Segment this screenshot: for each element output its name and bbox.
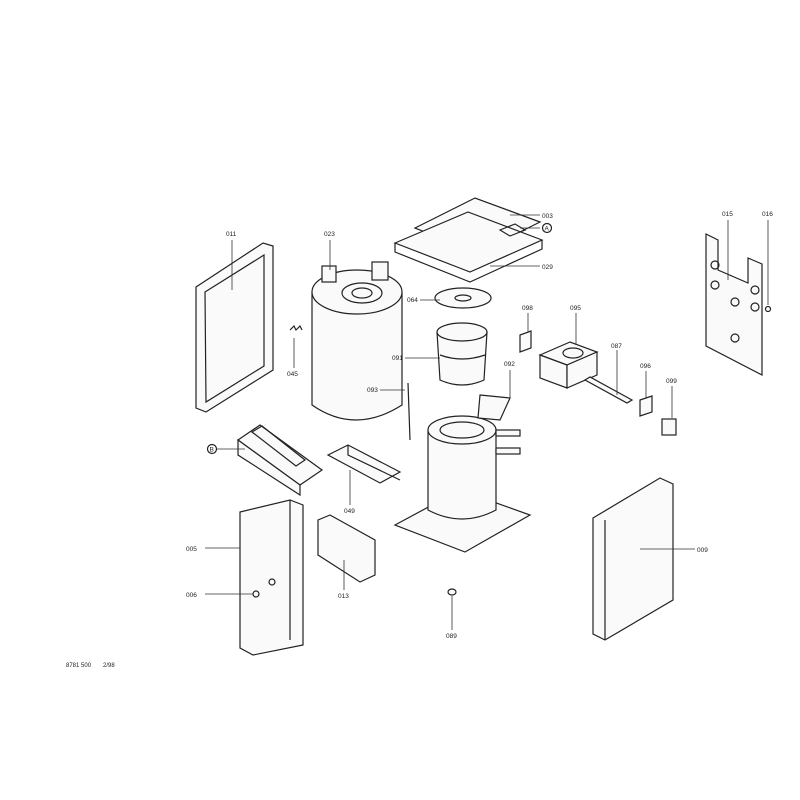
part-small-plate-2 — [639, 395, 653, 417]
label-092: 092 — [504, 361, 515, 368]
doc-number: 8781 500 — [66, 663, 92, 669]
label-091: 091 — [392, 355, 403, 362]
part-insulation-cylinder — [311, 261, 403, 421]
part-side-frame — [195, 242, 274, 413]
doc-date: 2/98 — [103, 663, 115, 669]
label-011: 011 — [226, 231, 237, 238]
label-005: 005 — [186, 546, 197, 553]
part-control-panel — [236, 424, 324, 497]
label-b: B — [210, 447, 214, 454]
label-089: 089 — [446, 633, 457, 640]
part-boiler-body — [393, 394, 532, 553]
label-095: 095 — [570, 305, 581, 312]
part-tube — [436, 322, 488, 386]
label-049: 049 — [344, 508, 355, 515]
part-knob — [661, 418, 677, 436]
label-023: 023 — [324, 231, 335, 238]
callout-a-circle — [541, 222, 553, 234]
label-099: 099 — [666, 378, 677, 385]
part-mount-plate — [317, 514, 376, 583]
part-side-panel — [592, 477, 674, 641]
part-box — [538, 341, 599, 389]
label-a: A — [545, 226, 550, 233]
callout-b-circle — [206, 443, 218, 455]
label-064: 064 — [407, 297, 418, 304]
label-016: 016 — [762, 211, 773, 218]
part-spring — [289, 324, 303, 332]
part-grommet — [764, 305, 772, 313]
part-foot — [447, 588, 457, 596]
part-screw — [407, 382, 411, 441]
label-003: 003 — [542, 213, 553, 220]
label-029: 029 — [542, 264, 553, 271]
part-disc — [434, 287, 492, 309]
part-cover-lid — [393, 197, 544, 283]
part-small-plate — [519, 330, 532, 353]
label-098: 098 — [522, 305, 533, 312]
label-009: 009 — [697, 547, 708, 554]
label-015: 015 — [722, 211, 733, 218]
label-013: 013 — [338, 593, 349, 600]
label-045: 045 — [287, 371, 298, 378]
part-bracket — [326, 444, 402, 484]
label-087: 087 — [611, 343, 622, 350]
part-front-panel — [239, 499, 304, 656]
label-096: 096 — [640, 363, 651, 370]
label-006: 006 — [186, 592, 197, 599]
part-back-panel — [705, 233, 763, 376]
label-093: 093 — [367, 387, 378, 394]
part-rails — [583, 376, 634, 404]
